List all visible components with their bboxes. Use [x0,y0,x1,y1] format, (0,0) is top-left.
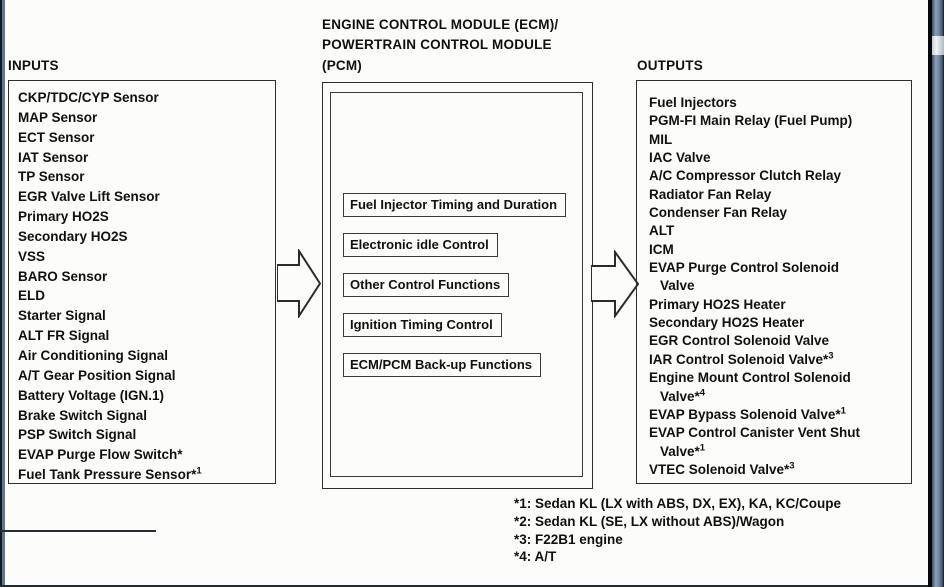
vertical-scrollbar[interactable] [928,0,944,587]
ecm-title-line-2: POWERTRAIN CONTROL MODULE [322,37,552,53]
input-item: ECT Sensor [18,129,95,145]
scrollbar-thumb[interactable] [932,36,944,55]
input-item: Secondary HO2S [18,228,128,244]
input-item: PSP Switch Signal [18,427,137,443]
ecm-function-box: Electronic idle Control [343,232,498,257]
input-item: IAT Sensor [18,149,89,165]
ecm-function-box: Ignition Timing Control [343,312,502,337]
ecm-function-box: Other Control Functions [343,272,510,297]
output-item: IAR Control Solenoid Valve*3 [649,350,834,367]
footnote-line: *1: Sedan KL (LX with ABS, DX, EX), KA, … [514,496,842,511]
output-item: Primary HO2S Heater [649,296,786,312]
output-item: A/C Compressor Clutch Relay [649,168,842,184]
input-item: EVAP Purge Flow Switch* [18,447,183,463]
input-item: TP Sensor [18,169,85,185]
input-item: Air Conditioning Signal [18,347,168,363]
output-item: PGM-FI Main Relay (Fuel Pump) [649,113,853,129]
ecm-function-box: Fuel Injector Timing and Duration [343,192,567,217]
input-item: Battery Voltage (IGN.1) [18,387,165,403]
output-item: EVAP Purge Control Solenoid [649,260,840,276]
output-item: IAC Valve [649,150,711,166]
output-item: Fuel Injectors [649,95,737,110]
output-item: Engine Mount Control Solenoid [649,370,851,386]
window-bottom-border [0,585,944,587]
footnote-line: *2: Sedan KL (SE, LX without ABS)/Wagon [514,513,785,529]
input-item: ALT FR Signal [18,328,110,344]
output-item: Secondary HO2S Heater [649,315,805,331]
input-item: BARO Sensor [18,268,108,284]
ecm-title-line-1: ENGINE CONTROL MODULE (ECM)/ [322,17,559,32]
footnotes: *1: Sedan KL (LX with ABS, DX, EX), KA, … [514,495,841,566]
ecm-to-outputs-arrow-icon [591,250,639,318]
outputs-heading: OUTPUTS [637,58,703,73]
window-left-accent-border [2,0,5,587]
input-item: EGR Valve Lift Sensor [18,189,160,205]
window-left-border [0,0,2,587]
output-item: EGR Control Solenoid Valve [649,333,830,349]
footnote-line: *3: F22B1 engine [514,531,623,547]
inputs-to-ecm-arrow-icon [277,249,321,318]
input-item: ELD [18,288,45,304]
ecm-pcm-title: ENGINE CONTROL MODULE (ECM)/ POWERTRAIN … [322,15,558,76]
input-item: Brake Switch Signal [18,407,148,423]
input-item: MAP Sensor [18,109,98,125]
output-item: Condenser Fan Relay [649,205,788,221]
inputs-heading: INPUTS [8,58,59,73]
ecm-title-line-3: (PCM) [322,57,362,73]
output-item: EVAP Control Canister Vent Shut [649,425,861,441]
output-item: Valve*4 [660,387,706,404]
output-item: MIL [649,131,673,147]
output-item: Valve [660,278,695,294]
output-item: ALT [649,223,675,239]
input-item: CKP/TDC/CYP Sensor [18,90,159,105]
scan-artifact-line [0,530,156,532]
input-item: A/T Gear Position Signal [18,367,176,383]
input-item: Starter Signal [18,308,106,324]
input-item: VSS [18,248,46,264]
footnote-line: *4: A/T [514,549,557,565]
output-item: Radiator Fan Relay [649,186,772,202]
output-item: VTEC Solenoid Valve*3 [649,460,795,477]
output-item: EVAP Bypass Solenoid Valve*1 [649,405,846,422]
output-item: Valve*1 [660,442,706,459]
input-item: Primary HO2S [18,209,109,225]
output-item: ICM [649,241,674,257]
scrollbar-track[interactable] [932,0,944,587]
ecm-function-box: ECM/PCM Back-up Functions [343,352,542,377]
input-item: Fuel Tank Pressure Sensor*1 [18,465,202,483]
